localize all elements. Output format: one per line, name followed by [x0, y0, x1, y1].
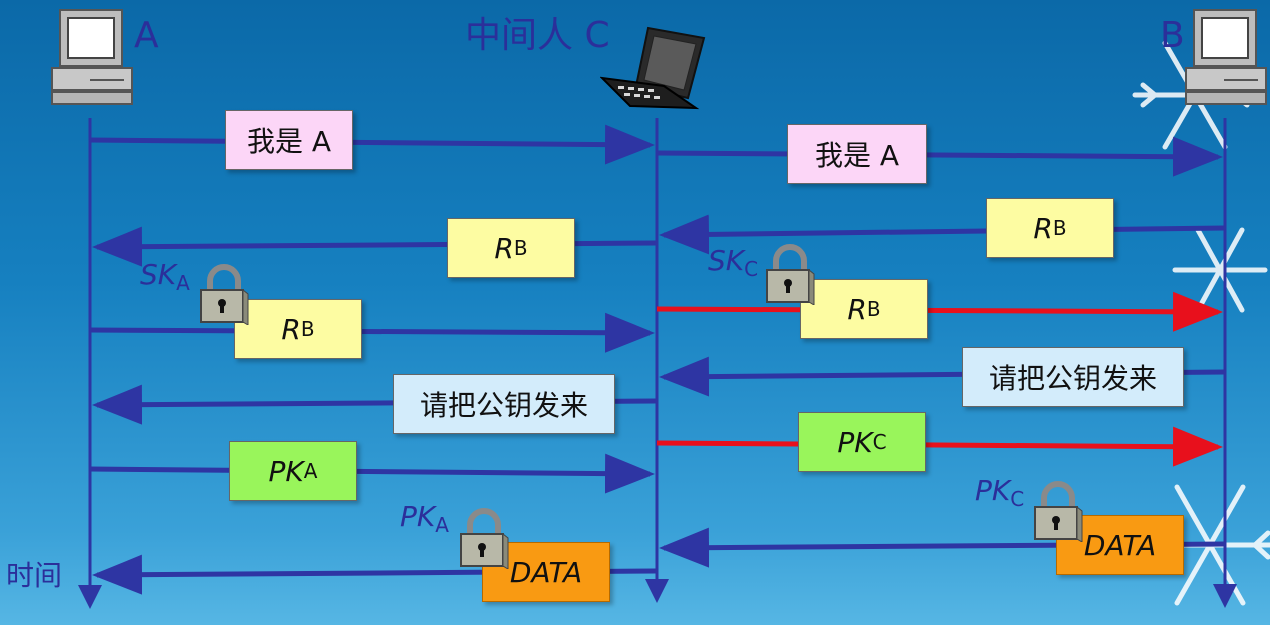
message-request-key-right: 请把公钥发来 — [962, 347, 1184, 407]
arrow-a-to-c-iam — [89, 124, 655, 165]
laptop-c-icon — [600, 26, 706, 110]
key-label-pk-a: PKA — [400, 500, 449, 537]
message-request-key-left: 请把公钥发来 — [393, 374, 615, 434]
padlock-icon — [200, 264, 249, 325]
arrow-c-to-b-iam — [656, 136, 1223, 177]
arrow-c-to-b-skc — [656, 291, 1223, 332]
padlock-icon — [766, 244, 815, 305]
party-c-label: 中间人 C — [465, 15, 610, 56]
arrow-a-to-c-pka — [89, 453, 655, 494]
party-a-label: A — [134, 15, 159, 56]
arrow-a-to-c-ska — [89, 312, 655, 353]
message-iam-a-left: 我是 A — [225, 110, 353, 170]
computer-b-icon — [1185, 9, 1267, 105]
key-label-sk-a: SKA — [140, 258, 190, 295]
padlock-icon — [460, 508, 509, 569]
key-label-pk-c: PKC — [975, 474, 1025, 511]
padlock-icon — [1034, 481, 1083, 542]
time-axis-label: 时间 — [6, 559, 63, 592]
party-b-label: B — [1160, 15, 1185, 56]
computer-a-icon — [51, 9, 133, 105]
arrow-c-to-b-pkc — [656, 426, 1223, 467]
arrow-b-to-c-rb — [659, 214, 1226, 255]
message-iam-a-right: 我是 A — [787, 124, 927, 184]
key-label-sk-c: SKC — [708, 244, 759, 281]
